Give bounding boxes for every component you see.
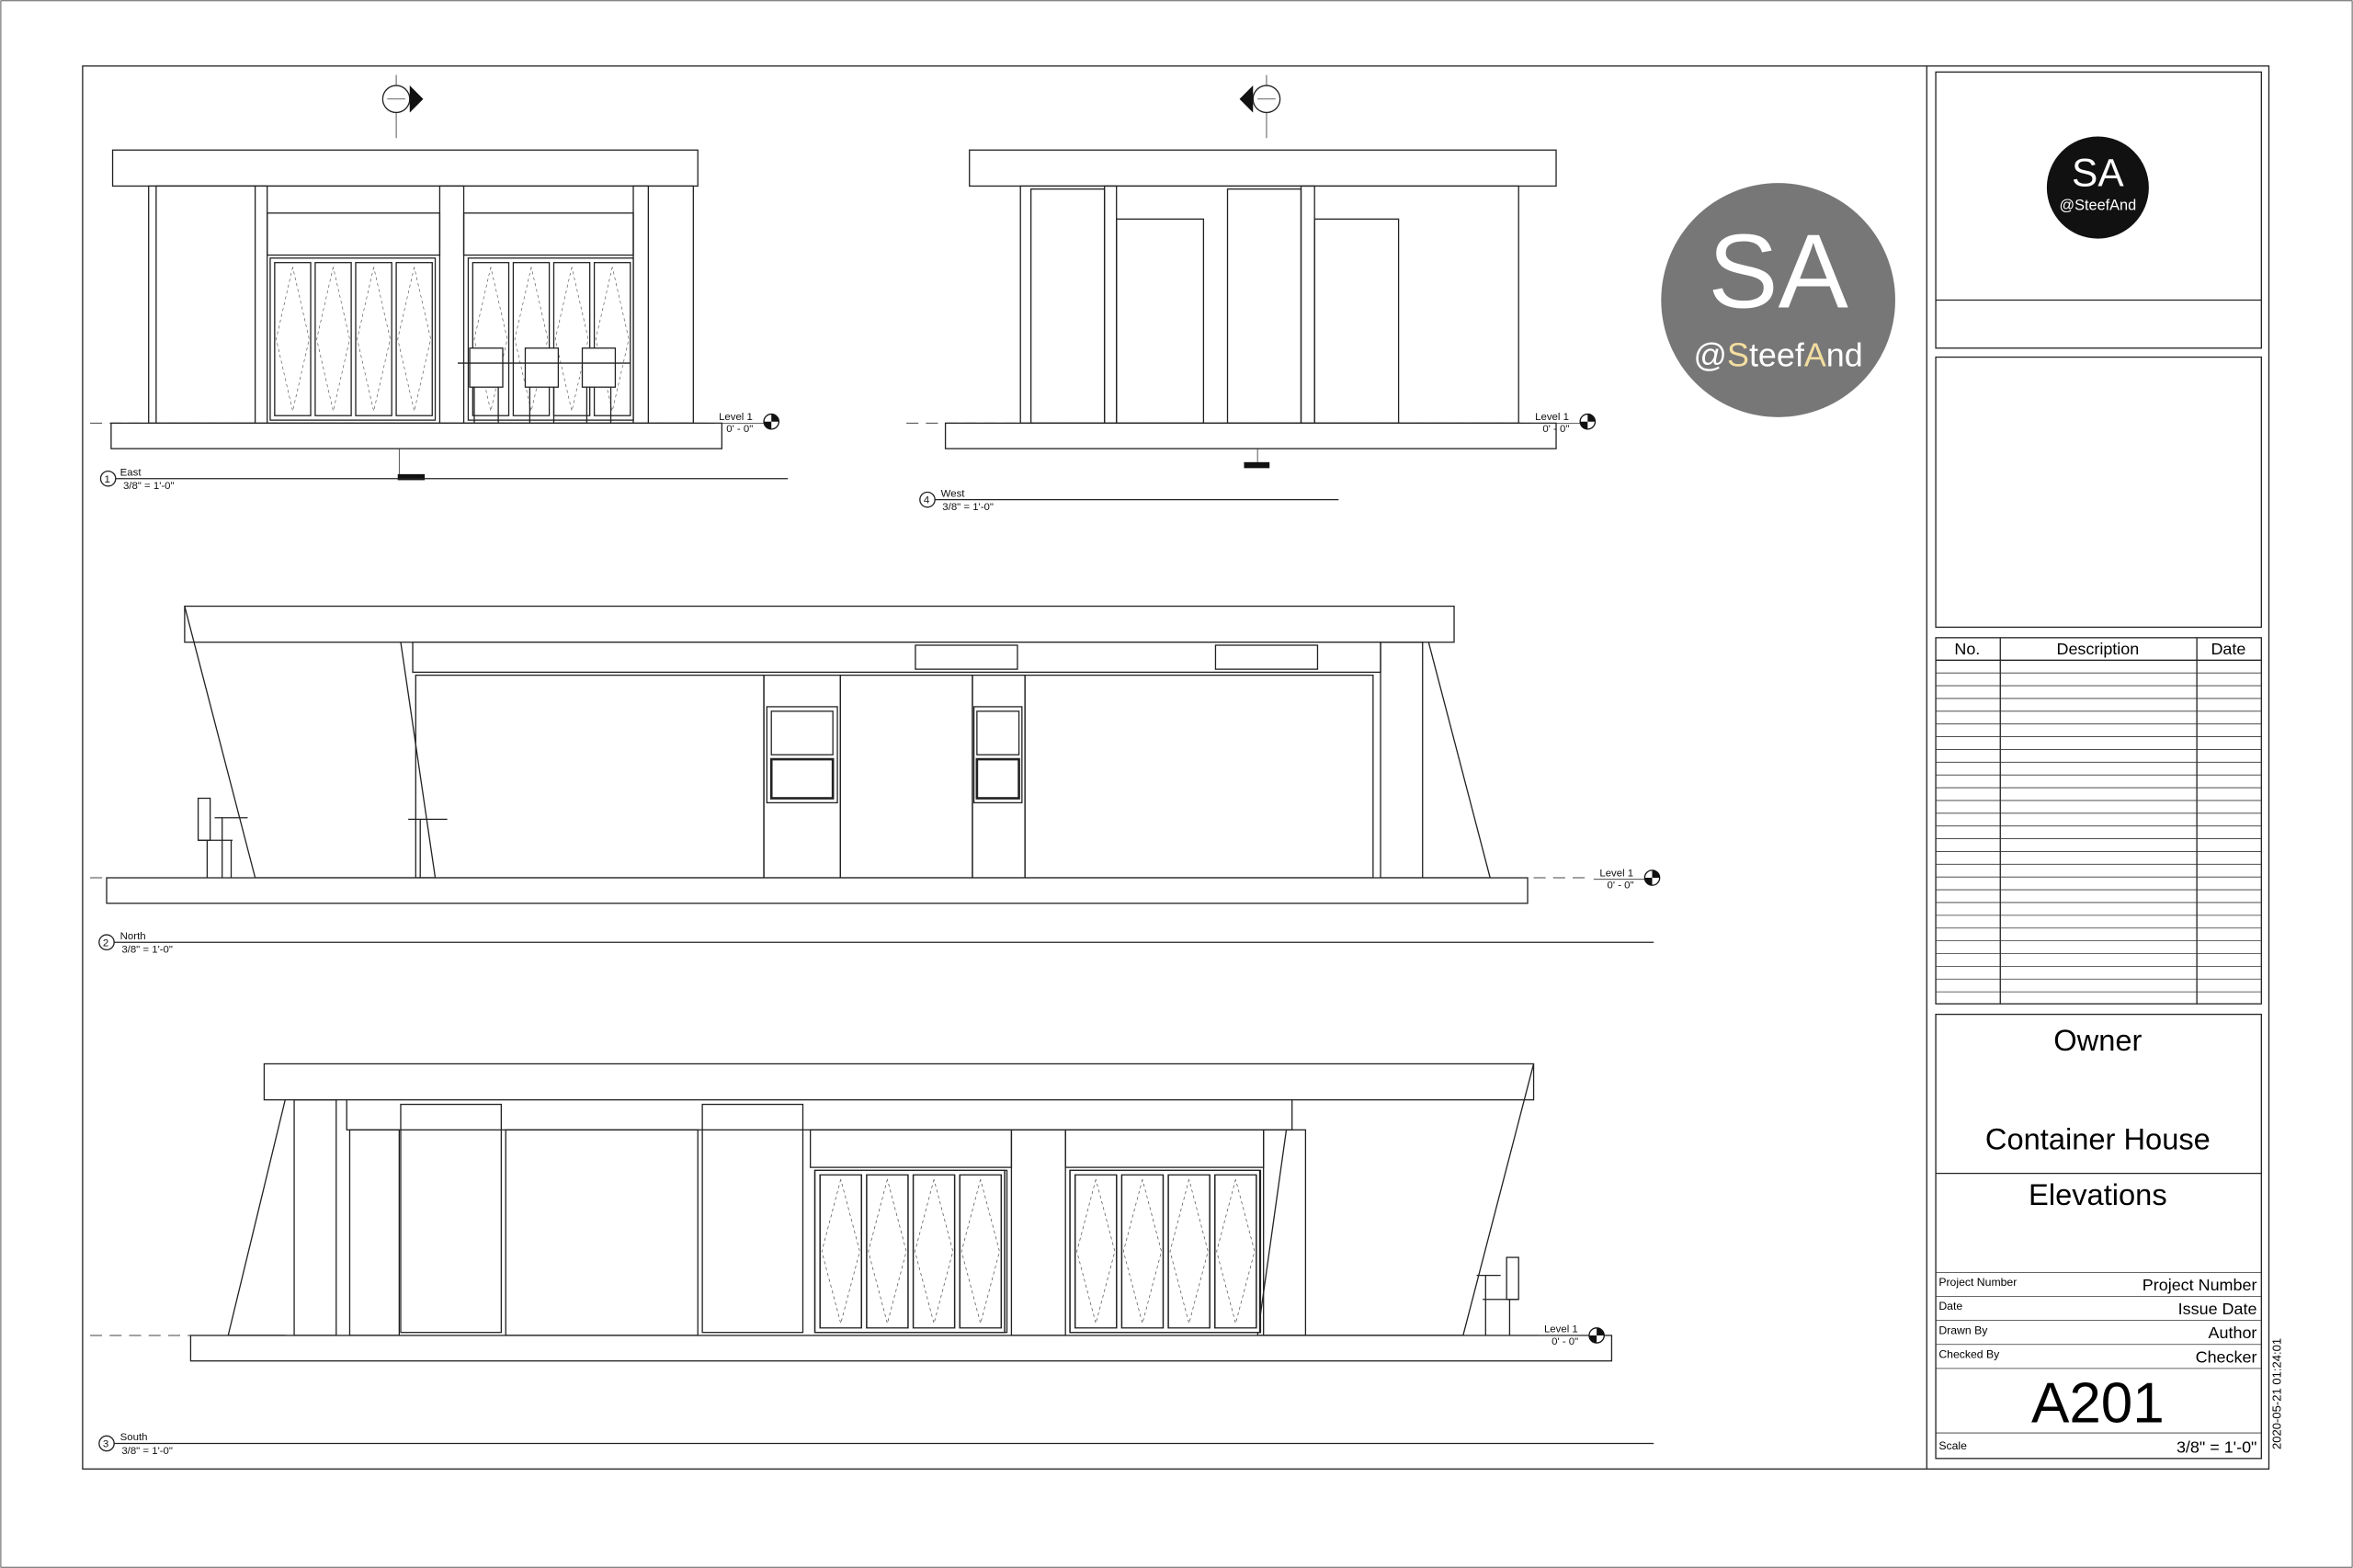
view-title-south: 3 South 3/8" = 1'-0" [98,1432,1654,1457]
svg-text:East: East [120,468,142,479]
svg-text:Author: Author [2209,1324,2257,1342]
svg-text:Scale: Scale [1938,1439,1967,1452]
svg-text:Issue Date: Issue Date [2178,1300,2257,1318]
sheet-border [82,65,2270,1470]
level-marker: Level 10' - 0" [714,412,780,435]
svg-text:0' - 0": 0' - 0" [726,424,753,435]
svg-text:Project Number: Project Number [2143,1276,2257,1294]
svg-text:3/8" = 1'-0": 3/8" = 1'-0" [123,481,175,492]
sheet-name: Elevations [2029,1177,2167,1211]
west-elevation: Level 10' - 0" 4 West 3/8" = 1'-0" [906,74,1597,513]
print-timestamp: 2020-05-21 01:24:01 [2270,1338,2284,1449]
svg-text:1: 1 [105,474,110,485]
svg-text:West: West [941,488,966,499]
svg-text:No.: No. [1954,640,1980,658]
svg-text:South: South [120,1432,148,1443]
svg-text:Level 1: Level 1 [719,412,753,423]
owner: Owner [2053,1023,2142,1057]
view-title-east: 1 East 3/8" = 1'-0" [99,468,789,492]
svg-text:0' - 0": 0' - 0" [1542,424,1569,435]
section-mark-icon [1239,74,1281,139]
svg-text:@SteefAnd: @SteefAnd [1694,335,1863,373]
east-elevation: Level 10' - 0" 1 East 3/8" = 1'-0" [90,74,789,492]
svg-text:0' - 0": 0' - 0" [1608,880,1634,891]
svg-text:Description: Description [2057,640,2140,658]
svg-text:0' - 0": 0' - 0" [1552,1336,1578,1347]
revision-table: No. Description Date [1935,637,2262,1005]
svg-text:3/8" = 1'-0": 3/8" = 1'-0" [2177,1437,2256,1456]
svg-text:3/8" = 1'-0": 3/8" = 1'-0" [942,502,994,513]
section-mark-icon [381,74,424,139]
svg-text:3/8" = 1'-0": 3/8" = 1'-0" [121,945,173,956]
svg-text:Level 1: Level 1 [1544,1324,1578,1335]
level-marker: Level 10' - 0" [1593,868,1661,891]
view-title-west: 4 West 3/8" = 1'-0" [919,488,1339,513]
furniture [458,347,631,424]
north-elevation: Level 10' - 0" 2 North 3/8" = 1'-0" [90,605,1661,956]
project-name: Container House [1985,1122,2211,1156]
level-marker: Level 10' - 0" [1530,412,1597,435]
svg-text:Level 1: Level 1 [1535,412,1569,423]
level-marker: Level 10' - 0" [1538,1324,1606,1347]
svg-text:4: 4 [924,495,930,506]
furniture [197,797,448,879]
svg-text:2: 2 [103,937,108,949]
svg-text:Project Number: Project Number [1938,1276,2017,1289]
svg-text:@SteefAnd: @SteefAnd [2060,198,2137,214]
svg-text:Level 1: Level 1 [1599,868,1633,879]
svg-text:Date: Date [1938,1300,1962,1312]
level-datum-icon [1588,1326,1606,1344]
sheet-number: A201 [2031,1372,2165,1436]
svg-text:Date: Date [2211,640,2245,658]
view-title-north: 2 North 3/8" = 1'-0" [98,931,1654,956]
title-block: SA @SteefAnd No. Description Date Owner … [1935,71,2284,1460]
svg-text:Drawn By: Drawn By [1938,1324,1988,1336]
svg-text:Checker: Checker [2196,1347,2257,1366]
level-datum-icon [1643,869,1661,887]
level-datum-icon [763,413,780,430]
south-elevation: Level 10' - 0" 3 South 3/8" = 1'-0" [90,1062,1654,1457]
svg-text:SA: SA [1708,214,1847,331]
logo: SA @SteefAnd [2046,136,2149,239]
svg-text:3/8" = 1'-0": 3/8" = 1'-0" [121,1446,173,1457]
svg-text:Checked By: Checked By [1938,1347,2000,1360]
watermark: SA @SteefAnd [1661,183,1895,417]
svg-text:SA: SA [2072,151,2124,194]
svg-text:North: North [120,931,146,942]
level-datum-icon [1579,413,1597,430]
furniture [1476,1256,1519,1335]
svg-text:3: 3 [103,1439,108,1450]
